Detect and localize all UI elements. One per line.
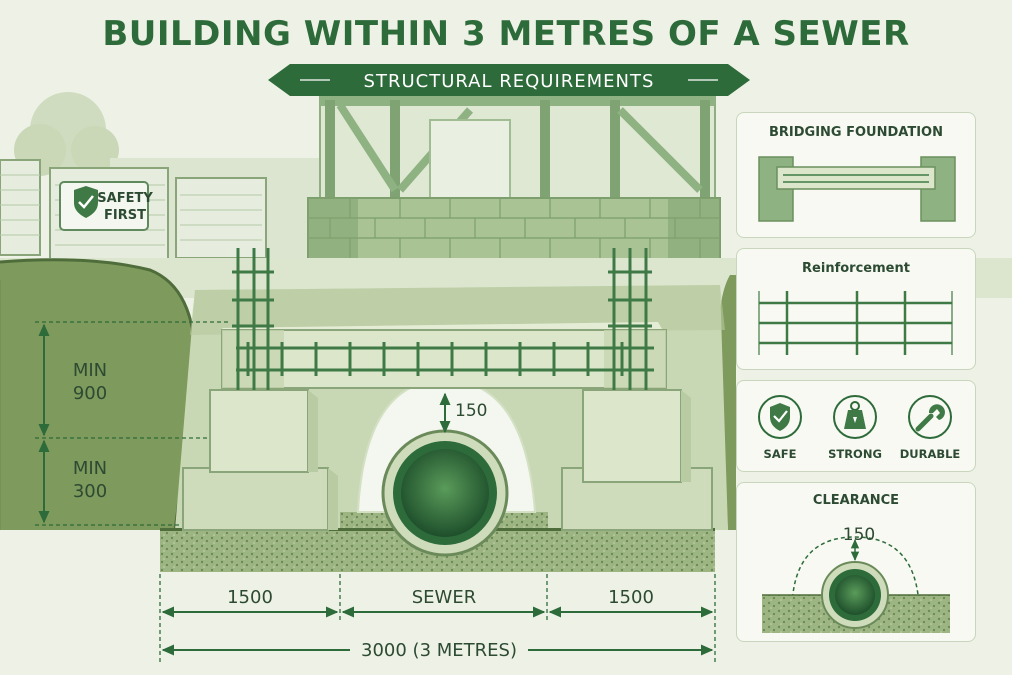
min-300-label-b: 300: [73, 481, 107, 502]
reinforcement-title: Reinforcement: [802, 261, 910, 276]
safe-icon: [758, 395, 802, 439]
sewer-pipe: [381, 429, 509, 557]
building-frame: [319, 91, 716, 203]
sign-line-1: SAFETY: [97, 191, 153, 206]
bridging-foundation-panel: BRIDGING FOUNDATION: [736, 112, 976, 238]
strong-label: STRONG: [828, 447, 882, 461]
left-pad-foundation: [182, 389, 338, 531]
min-900-label-a: MIN: [73, 360, 107, 381]
clearance-title: CLEARANCE: [812, 493, 900, 508]
starter-bars-left: [232, 248, 274, 390]
clearance-panel: CLEARANCE 150: [736, 482, 976, 642]
min-300-label-a: MIN: [73, 458, 107, 479]
page-title: BUILDING WITHIN 3 METRES OF A SEWER: [102, 14, 910, 54]
bridging-foundation-title: BRIDGING FOUNDATION: [769, 125, 943, 140]
safe-label: SAFE: [763, 447, 797, 461]
clearance-diagram: 150: [762, 525, 950, 633]
brick-wall: [307, 197, 721, 261]
sign-line-2: FIRST: [104, 208, 146, 223]
right-span-label: 1500: [608, 587, 654, 608]
clearance-panel-value: 150: [843, 525, 875, 545]
min-900-label-b: 900: [73, 383, 107, 404]
safety-sign: SAFETY FIRST: [59, 181, 153, 231]
bridging-foundation-diagram: [758, 156, 956, 222]
starter-bars-right: [608, 248, 652, 390]
strong-icon: [833, 395, 877, 439]
durable-label: DURABLE: [899, 447, 961, 461]
reinforcement-panel: Reinforcement: [736, 248, 976, 370]
clearance-label: 150: [455, 401, 487, 421]
bridging-beam: [221, 322, 667, 389]
shield-check-icon: [74, 186, 98, 218]
total-span-label: 3000 (3 METRES): [361, 640, 517, 661]
sewer-label: SEWER: [412, 587, 476, 608]
depth-dimensions: [35, 321, 230, 526]
width-dimensions: [159, 574, 716, 662]
durable-icon: [908, 395, 952, 439]
properties-panel: SAFE STRONG DURABLE: [736, 380, 976, 472]
right-pad-foundation: [561, 389, 713, 531]
subtitle-ribbon: STRUCTURAL REQUIREMENTS: [268, 64, 750, 96]
properties-icons: [758, 395, 952, 439]
reinforcement-diagram: [758, 291, 953, 355]
subtitle: STRUCTURAL REQUIREMENTS: [364, 71, 655, 92]
left-span-label: 1500: [227, 587, 273, 608]
